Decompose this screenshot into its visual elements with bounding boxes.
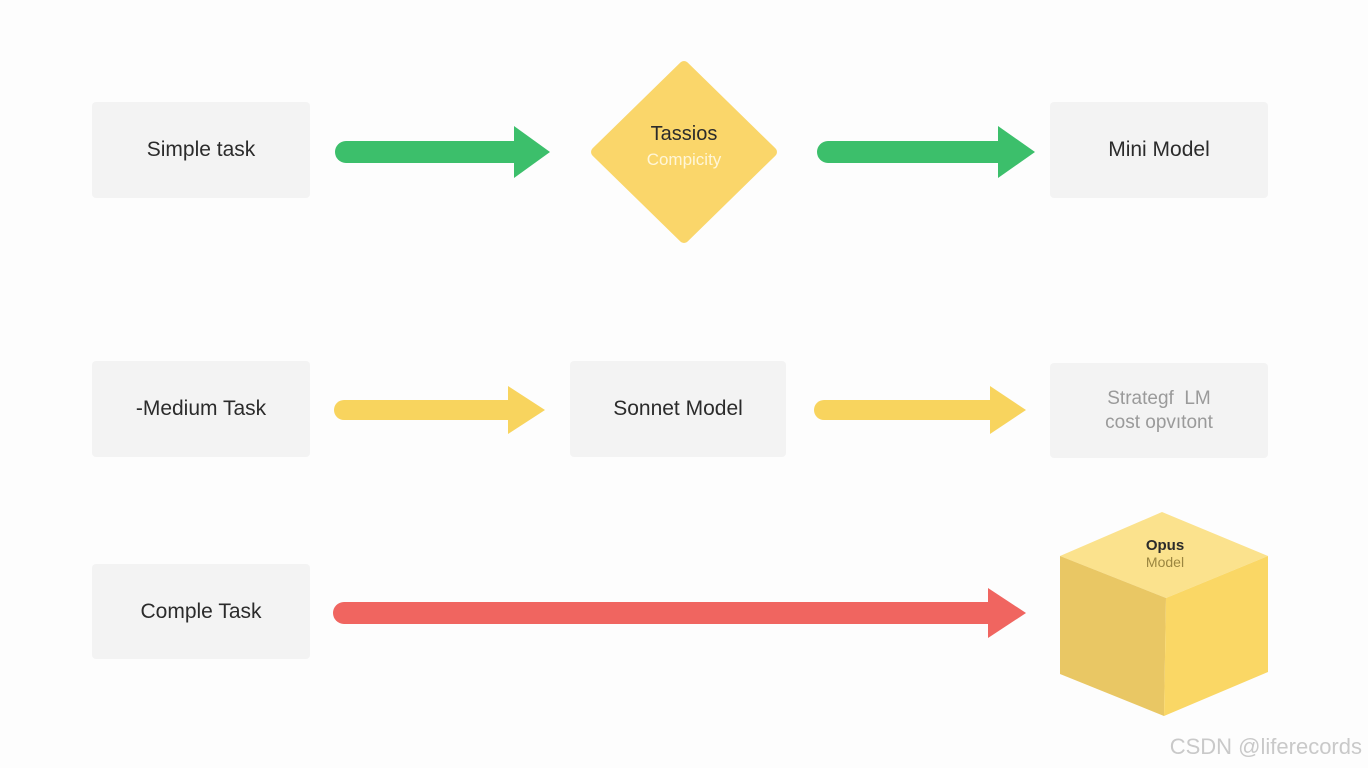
strategy-line-1: Strategf LM: [1107, 387, 1211, 409]
sonnet-model-box: Sonnet Model: [570, 361, 786, 457]
cube-right-face: [1164, 556, 1268, 716]
arrow-complex-to-opus: [333, 588, 1026, 638]
router-subtitle: Compicity: [646, 150, 722, 169]
strategy-line-2: cost opvıtont: [1105, 411, 1213, 433]
strategy-box: Strategf LM cost opvıtont: [1050, 363, 1268, 458]
opus-subtitle: Model: [1145, 554, 1185, 570]
task-complexity-router-diamond: [591, 61, 777, 243]
cube-left-face: [1060, 556, 1166, 716]
mini-model-label: Mini Model: [1108, 138, 1210, 161]
medium-task-box: -Medium Task: [92, 361, 310, 457]
arrow-simple-to-router: [335, 126, 550, 178]
medium-task-label: -Medium Task: [135, 397, 267, 420]
mini-model-box: Mini Model: [1050, 102, 1268, 198]
arrow-medium-to-sonnet: [334, 386, 545, 434]
sonnet-model-label: Sonnet Model: [613, 397, 743, 420]
cube-top-face: [1060, 512, 1268, 598]
complex-task-box: Comple Task: [92, 564, 310, 659]
simple-task-box: Simple task: [92, 102, 310, 198]
opus-cube-label: Opus Model: [1100, 537, 1230, 571]
router-title: Tassios: [650, 123, 718, 145]
router-diamond-label: Tassios Compicity: [598, 122, 770, 172]
watermark: CSDN @liferecords: [1169, 734, 1362, 759]
arrow-router-to-mini: [817, 126, 1035, 178]
opus-title: Opus: [1145, 537, 1185, 554]
opus-model-cube: [1060, 512, 1268, 716]
simple-task-label: Simple task: [146, 138, 256, 161]
arrow-sonnet-to-strategy: [814, 386, 1026, 434]
complex-task-label: Comple Task: [140, 599, 262, 623]
